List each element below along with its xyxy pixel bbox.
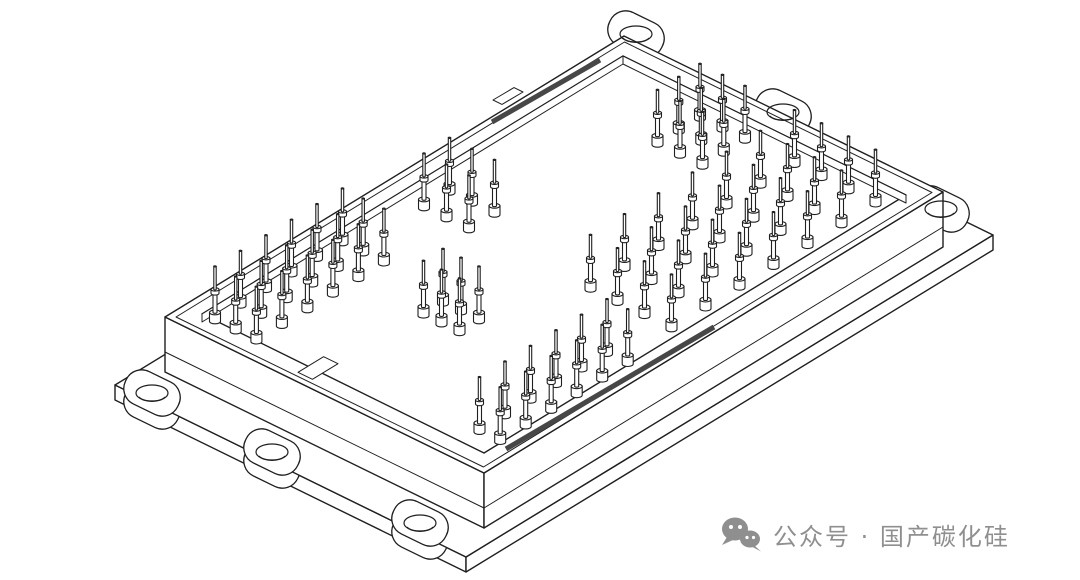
front-ledge-tab xyxy=(297,356,339,380)
terminal-pin xyxy=(208,265,222,325)
housing-front-wall-step-line xyxy=(483,226,944,509)
mounting-holes xyxy=(135,25,958,532)
watermark-text: 公众号 · 国产碳化硅 xyxy=(773,522,1010,551)
module-body xyxy=(114,10,994,573)
housing-left-wall-step-line xyxy=(164,351,485,509)
back-terminal-slot xyxy=(490,57,602,125)
housing-top-face xyxy=(164,35,944,474)
front-terminal-slot xyxy=(504,324,716,452)
wechat-icon xyxy=(722,517,761,552)
housing-top-chamfer-line xyxy=(175,41,933,468)
watermark: 公众号 · 国产碳化硅 xyxy=(720,516,1010,552)
recess-back-right-inner-wall xyxy=(622,55,907,204)
back-rim-tab xyxy=(492,87,524,105)
